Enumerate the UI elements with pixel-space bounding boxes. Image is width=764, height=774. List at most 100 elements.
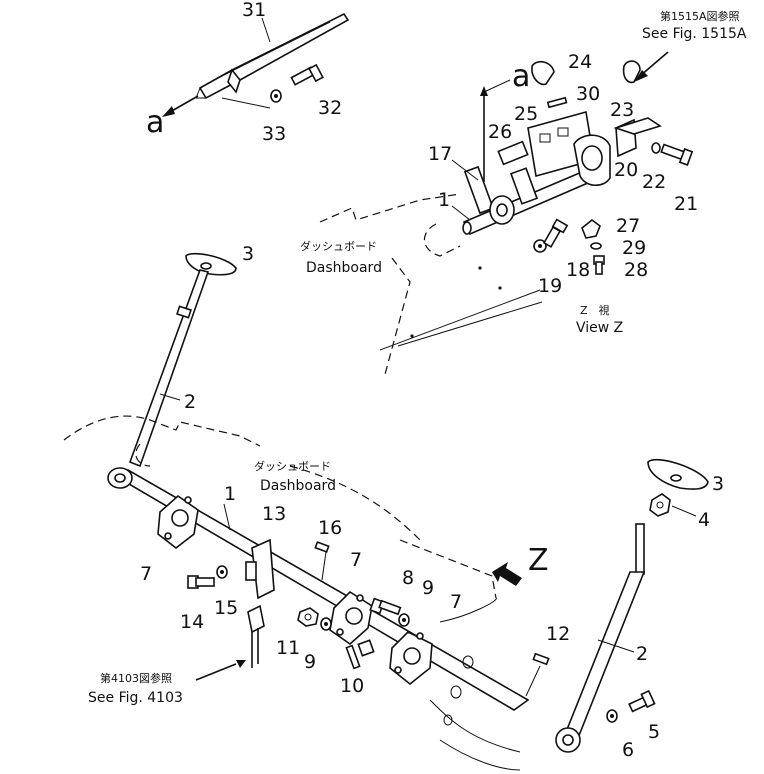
bolt-21 (660, 143, 694, 166)
leader-1-top (451, 205, 471, 221)
ref-4103-en: See Fig. 4103 (88, 690, 183, 706)
collar-23 (573, 134, 611, 187)
callout-25: 25 (514, 103, 538, 125)
bolt-18 (542, 218, 569, 248)
bolt-14 (187, 575, 215, 589)
bolt-8 (369, 597, 402, 616)
callout-21: 21 (674, 193, 698, 215)
view-z-jp: Z 視 (580, 303, 610, 317)
dashboard-holes (443, 655, 474, 726)
washer-22 (651, 142, 661, 154)
leader-2-right (597, 639, 635, 653)
dashboard-upper-jp: ダッシュボード (300, 239, 377, 253)
bracket-20 (613, 117, 662, 158)
dashboard-lower-en: Dashboard (260, 478, 336, 494)
bolt-10 (345, 639, 375, 670)
callout-24: 24 (568, 51, 592, 73)
bearing-flange-7-left (157, 494, 199, 550)
pin-12 (532, 652, 550, 666)
rod-2-right (555, 523, 646, 753)
callout-32: 32 (318, 97, 342, 119)
leader-2-left (159, 393, 181, 401)
callout-33: 33 (262, 123, 286, 145)
leader-4 (671, 505, 697, 517)
callout-7-mid: 7 (350, 549, 362, 571)
callout-6: 6 (622, 739, 634, 761)
callout-16: 16 (318, 517, 342, 539)
callout-26: 26 (488, 121, 512, 143)
rod-2-left (128, 269, 210, 468)
callout-5: 5 (648, 721, 660, 743)
collar-17 (463, 165, 515, 225)
lever-arm-13 (245, 538, 275, 600)
callout-29: 29 (622, 237, 646, 259)
callout-1-bottom: 1 (224, 483, 236, 505)
callout-18: 18 (566, 259, 590, 281)
leader-1515a (639, 51, 669, 77)
callout-1-top: 1 (438, 189, 450, 211)
callout-9-right: 9 (422, 577, 434, 599)
bolt-28 (593, 255, 605, 275)
nut-4 (649, 493, 671, 517)
leader-17 (451, 159, 479, 181)
lamp-1515a (622, 60, 641, 84)
pedal-3-left (185, 252, 237, 276)
washer-33 (270, 89, 282, 103)
leader-1-bottom (223, 503, 231, 531)
bolt-5 (628, 689, 656, 713)
callout-4: 4 (698, 509, 710, 531)
washer-15 (216, 565, 228, 579)
bracket-31 (195, 12, 350, 100)
callout-23: 23 (610, 99, 634, 121)
bolt-32 (290, 63, 324, 86)
arrow-a-right-leader (483, 79, 511, 93)
callout-a-left: a (146, 105, 164, 140)
callout-10: 10 (340, 675, 364, 697)
callout-28: 28 (624, 259, 648, 281)
pedal-3-right (647, 458, 709, 490)
arrow-a-left-line (169, 95, 199, 113)
callout-3-right: 3 (712, 473, 724, 495)
callout-9-left: 9 (304, 651, 316, 673)
link-fig-4103 (247, 604, 265, 668)
view-z-en: View Z (576, 320, 623, 336)
callout-14: 14 (180, 611, 204, 633)
callout-2-right: 2 (636, 643, 648, 665)
view-z-dashboard-outline (319, 193, 543, 379)
callout-30: 30 (576, 83, 600, 105)
callout-a-right: a (512, 59, 530, 94)
ref-4103-jp: 第4103図参照 (100, 671, 172, 685)
dashboard-lower-jp: ダッシュボード (254, 459, 331, 473)
callout-15: 15 (214, 597, 238, 619)
nut-11 (297, 607, 319, 627)
callout-13: 13 (262, 503, 286, 525)
view-z-letter: Z (528, 543, 549, 578)
dashboard-upper-en: Dashboard (306, 260, 382, 276)
callout-17: 17 (428, 143, 452, 165)
callout-3-left: 3 (242, 243, 254, 265)
callout-7-right: 7 (450, 591, 462, 613)
bearing-flange-7-right (389, 631, 433, 686)
arrow-a-left-head (162, 106, 175, 117)
callout-7-left: 7 (140, 563, 152, 585)
ref-1515a-jp: 第1515A図参照 (660, 9, 740, 23)
callout-8: 8 (402, 567, 414, 589)
leader-33 (221, 97, 271, 109)
callout-20: 20 (614, 159, 638, 181)
clip-24 (531, 60, 555, 86)
callout-27: 27 (616, 215, 640, 237)
washer-9-right (398, 613, 410, 627)
ref-1515a-en: See Fig. 1515A (642, 26, 747, 42)
wing-nut-27 (581, 218, 601, 239)
leader-12 (525, 665, 541, 697)
washer-6 (606, 709, 618, 723)
dashboard-lower (63, 415, 521, 771)
leader-1515a-head (634, 70, 648, 82)
callout-12: 12 (546, 623, 570, 645)
callout-11: 11 (276, 637, 300, 659)
leader-4103 (195, 663, 237, 681)
callout-2-left: 2 (184, 391, 196, 413)
bearing-flange-7-mid (329, 590, 373, 646)
arrow-a-right-head (480, 86, 488, 96)
